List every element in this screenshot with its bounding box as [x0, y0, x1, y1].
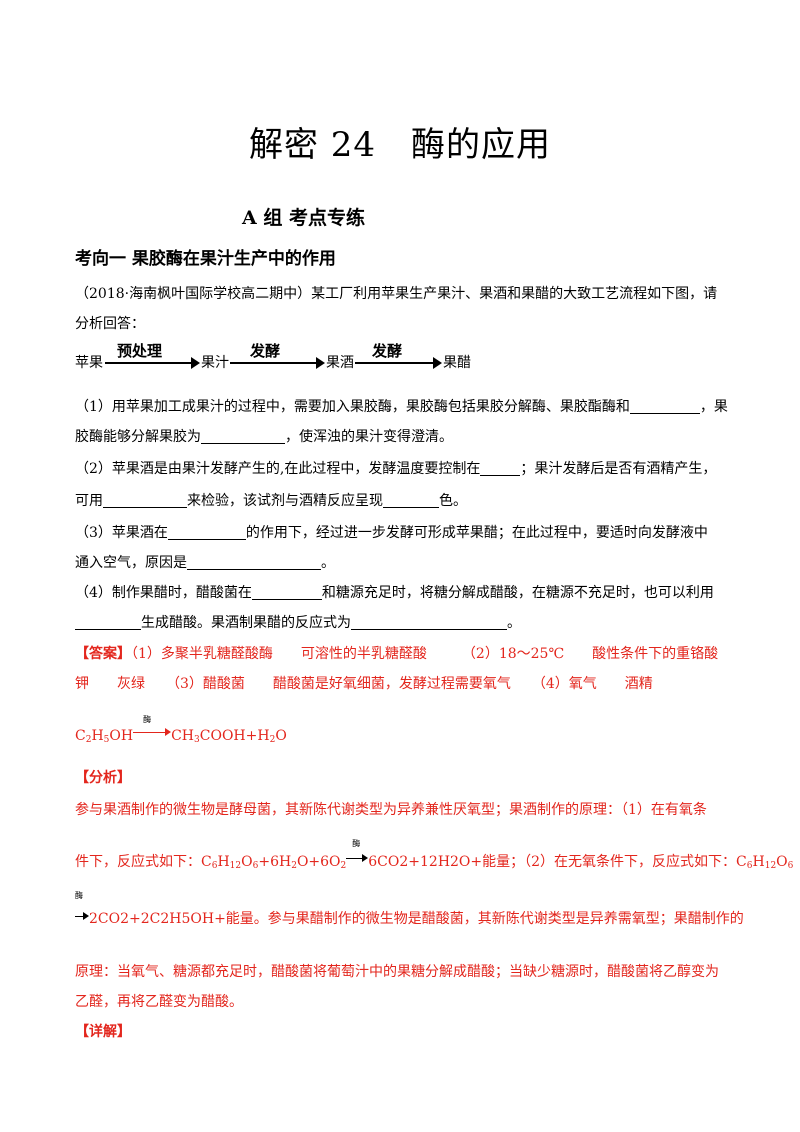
eq-enzyme-label: 酶 — [143, 715, 152, 724]
question-4-line-1: （4）制作果醋时，醋酸菌在 和糖源充足时，将糖分解成醋酸，在糖源不充足时，也可以利… — [75, 582, 714, 602]
q3-text-c: 通入空气，原因是 — [75, 555, 187, 571]
q4-text-b: 和糖源充足时，将糖分解成醋酸，在糖源不充足时，也可以利用 — [321, 585, 714, 601]
flow-start: 苹果 — [75, 355, 103, 371]
q4-text-c: 生成醋酸。果酒制果醋的反应式为 — [141, 615, 351, 631]
flow-product-3: 果醋 — [443, 355, 471, 371]
analysis-arrow-1: 酶 — [346, 839, 369, 864]
q2-blank-1[interactable] — [480, 461, 521, 476]
q1-text-a: （1）用苹果加工成果汁的过程中，需要加入果胶酶，果胶酶包括果胶分解酶、果胶酯酶和 — [75, 399, 630, 415]
page-title: 解密 24 酶的应用 — [248, 125, 552, 165]
question-4-line-2: 生成醋酸。果酒制果醋的反应式为 。 — [75, 612, 521, 632]
analysis-enzyme-2: 酶 — [75, 891, 83, 900]
q3-text-b: 的作用下，经过进一步发酵可形成苹果醋；在此过程中，要适时向发酵液中 — [245, 525, 708, 541]
process-flow: 苹果 预处理 果汁 发酵 果酒 发酵 果醋 — [75, 340, 495, 371]
q1-text-c: 胶酶能够分解果胶为 — [75, 429, 201, 445]
q2-text-d: 来检验，该试剂与酒精反应呈现 — [187, 493, 383, 509]
analysis-text-2b: 6CO2+12H2O+能量；（2）在无氧条件下，反应式如下： — [368, 854, 737, 870]
intro-line-2: 分析回答： — [75, 316, 145, 332]
question-1-line-1: （1）用苹果加工成果汁的过程中，需要加入果胶酶，果胶酶包括果胶分解酶、果胶酯酶和… — [75, 396, 728, 416]
flow-arrow-head-2 — [316, 357, 325, 369]
question-3-line-2: 通入空气，原因是 。 — [75, 552, 335, 572]
q1-text-b: ，果 — [699, 399, 728, 415]
eq-left: C2H5OH — [75, 728, 134, 745]
q1-blank-2[interactable] — [201, 429, 285, 444]
q2-text-c: 可用 — [75, 493, 103, 509]
flow-step1-label: 预处理 — [117, 342, 163, 360]
flow-arrow-3 — [355, 362, 435, 364]
flow-arrow-head-3 — [433, 357, 442, 369]
flow-product-1: 果汁 — [201, 355, 229, 371]
analysis-enzyme-1: 酶 — [352, 839, 361, 848]
q2-blank-3[interactable] — [383, 493, 439, 508]
question-3-line-1: （3）苹果酒在 的作用下，经过进一步发酵可形成苹果醋；在此过程中，要适时向发酵液中 — [75, 522, 708, 542]
flow-arrow-1 — [105, 362, 193, 364]
answer-line-1: 【答案】（1）多聚半乳糖醛酸酶 可溶性的半乳糖醛酸 （2）18～25℃ 酸性条件… — [75, 643, 718, 663]
intro-line-1: （2018·海南枫叶国际学校高二期中）某工厂利用苹果生产果汁、果酒和果醋的大致工… — [75, 286, 718, 302]
answer-equation: C2H5OH 酶 CH3COOH+H2O — [75, 715, 287, 745]
question-2-line-1: （2）苹果酒是由果汁发酵产生的,在此过程中，发酵温度要控制在 ；果汁发酵后是否有酒… — [75, 458, 716, 478]
analysis-label: 【分析】 — [75, 770, 131, 786]
analysis-line-5: 乙醛，再将乙醛变为醋酸。 — [75, 994, 243, 1010]
eq-right: CH3COOH+H2O — [171, 728, 287, 745]
q4-text-d: 。 — [507, 615, 521, 631]
q3-blank-2[interactable] — [187, 555, 321, 570]
flow-step3-label: 发酵 — [372, 342, 403, 360]
group-heading: A 组 考点专练 — [242, 207, 365, 229]
q4-text-a: （4）制作果醋时，醋酸菌在 — [75, 585, 252, 601]
section-heading: 考向一 果胶酶在果汁生产中的作用 — [75, 249, 336, 269]
eq-arrow: 酶 — [133, 715, 172, 738]
q3-text-a: （3）苹果酒在 — [75, 525, 168, 541]
analysis-arrow-2 — [75, 910, 89, 922]
detail-label: 【详解】 — [75, 1024, 131, 1040]
analysis-line-4: 原理：当氧气、糖源都充足时，醋酸菌将葡萄汁中的果糖分解成醋酸；当缺少糖源时，醋酸… — [75, 964, 719, 980]
analysis-line-1: 参与果酒制作的微生物是酵母菌，其新陈代谢类型为异养兼性厌氧型；果酒制作的原理：（… — [75, 802, 707, 818]
analysis-text-3: 2CO2+2C2H5OH+能量。参与果醋制作的微生物是醋酸菌，其新陈代谢类型是异… — [89, 911, 744, 927]
flow-product-2: 果酒 — [326, 355, 354, 371]
analysis-text-2a: 件下，反应式如下： — [75, 854, 201, 870]
answer-text-1: （1）多聚半乳糖醛酸酶 可溶性的半乳糖醛酸 （2）18～25℃ 酸性条件下的重铬… — [131, 646, 719, 662]
q1-blank-1[interactable] — [629, 399, 700, 414]
q3-blank-1[interactable] — [167, 525, 246, 540]
q2-text-b: ；果汁发酵后是否有酒精产生， — [520, 461, 717, 477]
q2-text-a: （2）苹果酒是由果汁发酵产生的,在此过程中，发酵温度要控制在 — [75, 461, 481, 477]
q4-blank-2[interactable] — [75, 615, 141, 630]
question-1-line-2: 胶酶能够分解果胶为 ，使浑浊的果汁变得澄清。 — [75, 426, 453, 446]
analysis-line-3: 2CO2+2C2H5OH+能量。参与果醋制作的微生物是醋酸菌，其新陈代谢类型是异… — [75, 908, 744, 928]
q4-blank-1[interactable] — [251, 585, 322, 600]
flow-arrow-2 — [230, 362, 318, 364]
analysis-formula-1: C6H12O6+6H2O+6O2 — [201, 854, 347, 871]
analysis-line-2: 件下，反应式如下：C6H12O6+6H2O+6O2 酶 6CO2+12H2O+能量；… — [75, 839, 794, 871]
answer-label: 【答案】 — [75, 646, 131, 662]
question-2-line-2: 可用 来检验，该试剂与酒精反应呈现 色。 — [75, 490, 467, 510]
flow-arrow-head-1 — [191, 357, 200, 369]
q2-text-e: 色。 — [439, 493, 467, 509]
analysis-formula-2: C6H12O6 — [736, 854, 794, 871]
q1-text-d: ，使浑浊的果汁变得澄清。 — [285, 429, 453, 445]
q3-text-d: 。 — [321, 555, 335, 571]
answer-line-2: 钾 灰绿 （3）醋酸菌 醋酸菌是好氧细菌，发酵过程需要氧气 （4）氧气 酒精 — [75, 676, 653, 692]
flow-step2-label: 发酵 — [250, 342, 281, 360]
q4-blank-3[interactable] — [351, 615, 507, 630]
q2-blank-2[interactable] — [103, 493, 187, 508]
